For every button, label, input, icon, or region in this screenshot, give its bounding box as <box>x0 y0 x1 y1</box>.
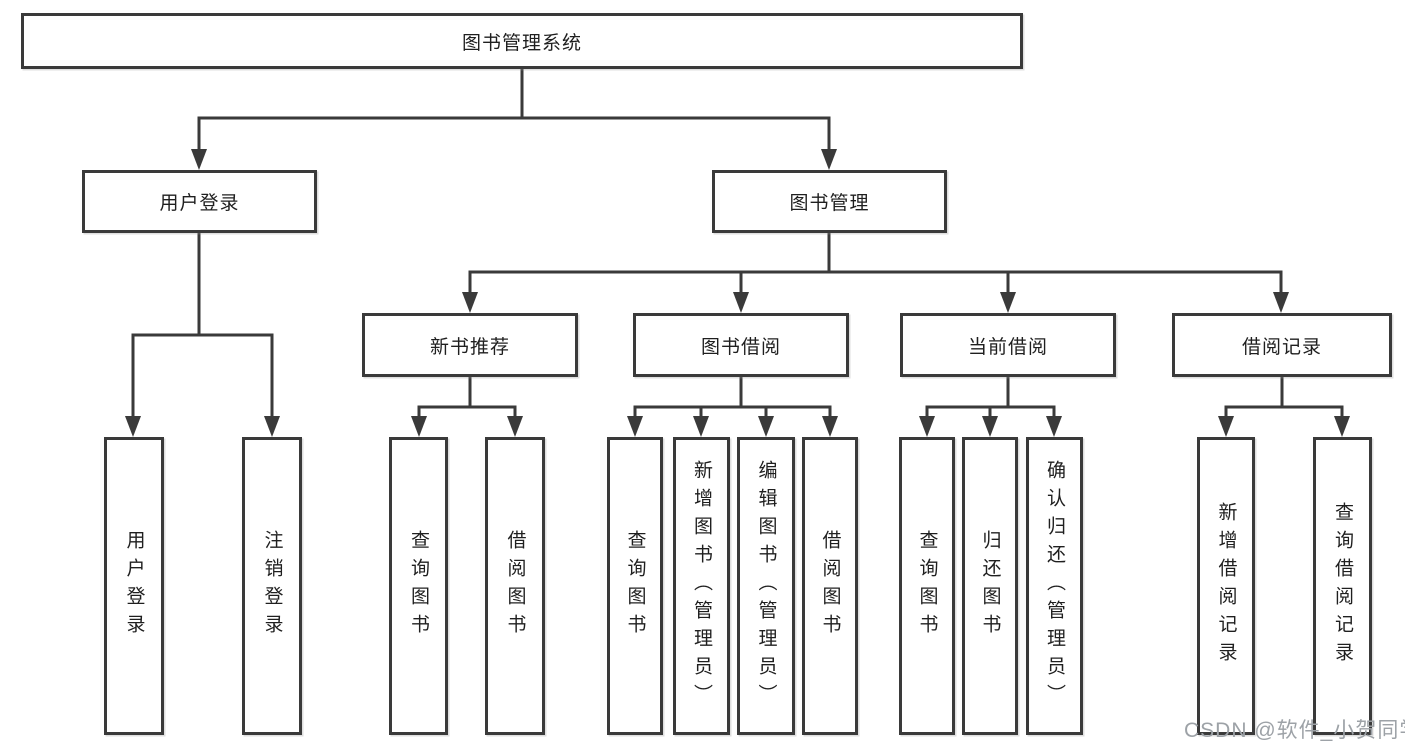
node-label: 借阅记录 <box>1241 336 1322 358</box>
leaf-current-return-books: 归还图书 <box>962 437 1018 735</box>
node-new-book-recommend: 新书推荐 <box>362 313 578 377</box>
node-label: 图书借阅 <box>700 336 781 358</box>
leaf-label: 新增图书（管理员） <box>691 460 712 712</box>
node-label: 用户登录 <box>159 193 240 214</box>
leaf-label: 查询图书 <box>624 530 646 642</box>
leaf-borrowing-query-books: 查询图书 <box>607 437 663 735</box>
leaf-label: 查询图书 <box>916 530 938 642</box>
leaf-borrowing-borrow-books: 借阅图书 <box>802 437 858 735</box>
leaf-label: 新增借阅记录 <box>1215 502 1237 670</box>
leaf-label: 归还图书 <box>979 530 1001 642</box>
leaf-records-add-record: 新增借阅记录 <box>1197 437 1255 735</box>
leaf-label: 编辑图书（管理员） <box>755 460 777 712</box>
leaf-label: 借阅图书 <box>504 530 526 642</box>
node-current-borrowing: 当前借阅 <box>900 313 1116 377</box>
node-label: 图书管理 <box>789 193 870 214</box>
leaf-current-query-books: 查询图书 <box>899 437 955 735</box>
leaf-current-confirm-return-admin: 确认归还（管理员） <box>1026 437 1083 735</box>
leaf-logout: 注销登录 <box>242 437 302 735</box>
arrowheads <box>125 149 1350 437</box>
leaf-label: 查询图书 <box>408 530 429 642</box>
leaf-borrowing-add-books-admin: 新增图书（管理员） <box>673 437 730 735</box>
leaf-label: 确认归还（管理员） <box>1044 460 1065 712</box>
leaf-user-login: 用户登录 <box>104 437 164 735</box>
node-label: 新书推荐 <box>429 336 510 358</box>
node-book-borrowing: 图书借阅 <box>633 313 849 377</box>
node-book-management: 图书管理 <box>712 170 947 233</box>
node-user-login: 用户登录 <box>82 170 317 233</box>
leaf-recommend-query-books: 查询图书 <box>389 437 448 735</box>
leaf-label: 查询借阅记录 <box>1332 502 1353 670</box>
node-label: 当前借阅 <box>967 336 1048 358</box>
leaf-borrowing-edit-books-admin: 编辑图书（管理员） <box>737 437 795 735</box>
csdn-watermark: CSDN @软件_小贺同学 <box>1184 719 1405 742</box>
leaf-records-query-record: 查询借阅记录 <box>1313 437 1372 735</box>
leaf-label: 借阅图书 <box>819 530 841 642</box>
node-library-management-system: 图书管理系统 <box>21 13 1023 69</box>
leaf-recommend-borrow-books: 借阅图书 <box>485 437 545 735</box>
node-borrowing-records: 借阅记录 <box>1172 313 1392 377</box>
leaf-label: 注销登录 <box>261 530 283 642</box>
leaf-label: 用户登录 <box>123 530 145 642</box>
node-label: 图书管理系统 <box>461 32 582 54</box>
